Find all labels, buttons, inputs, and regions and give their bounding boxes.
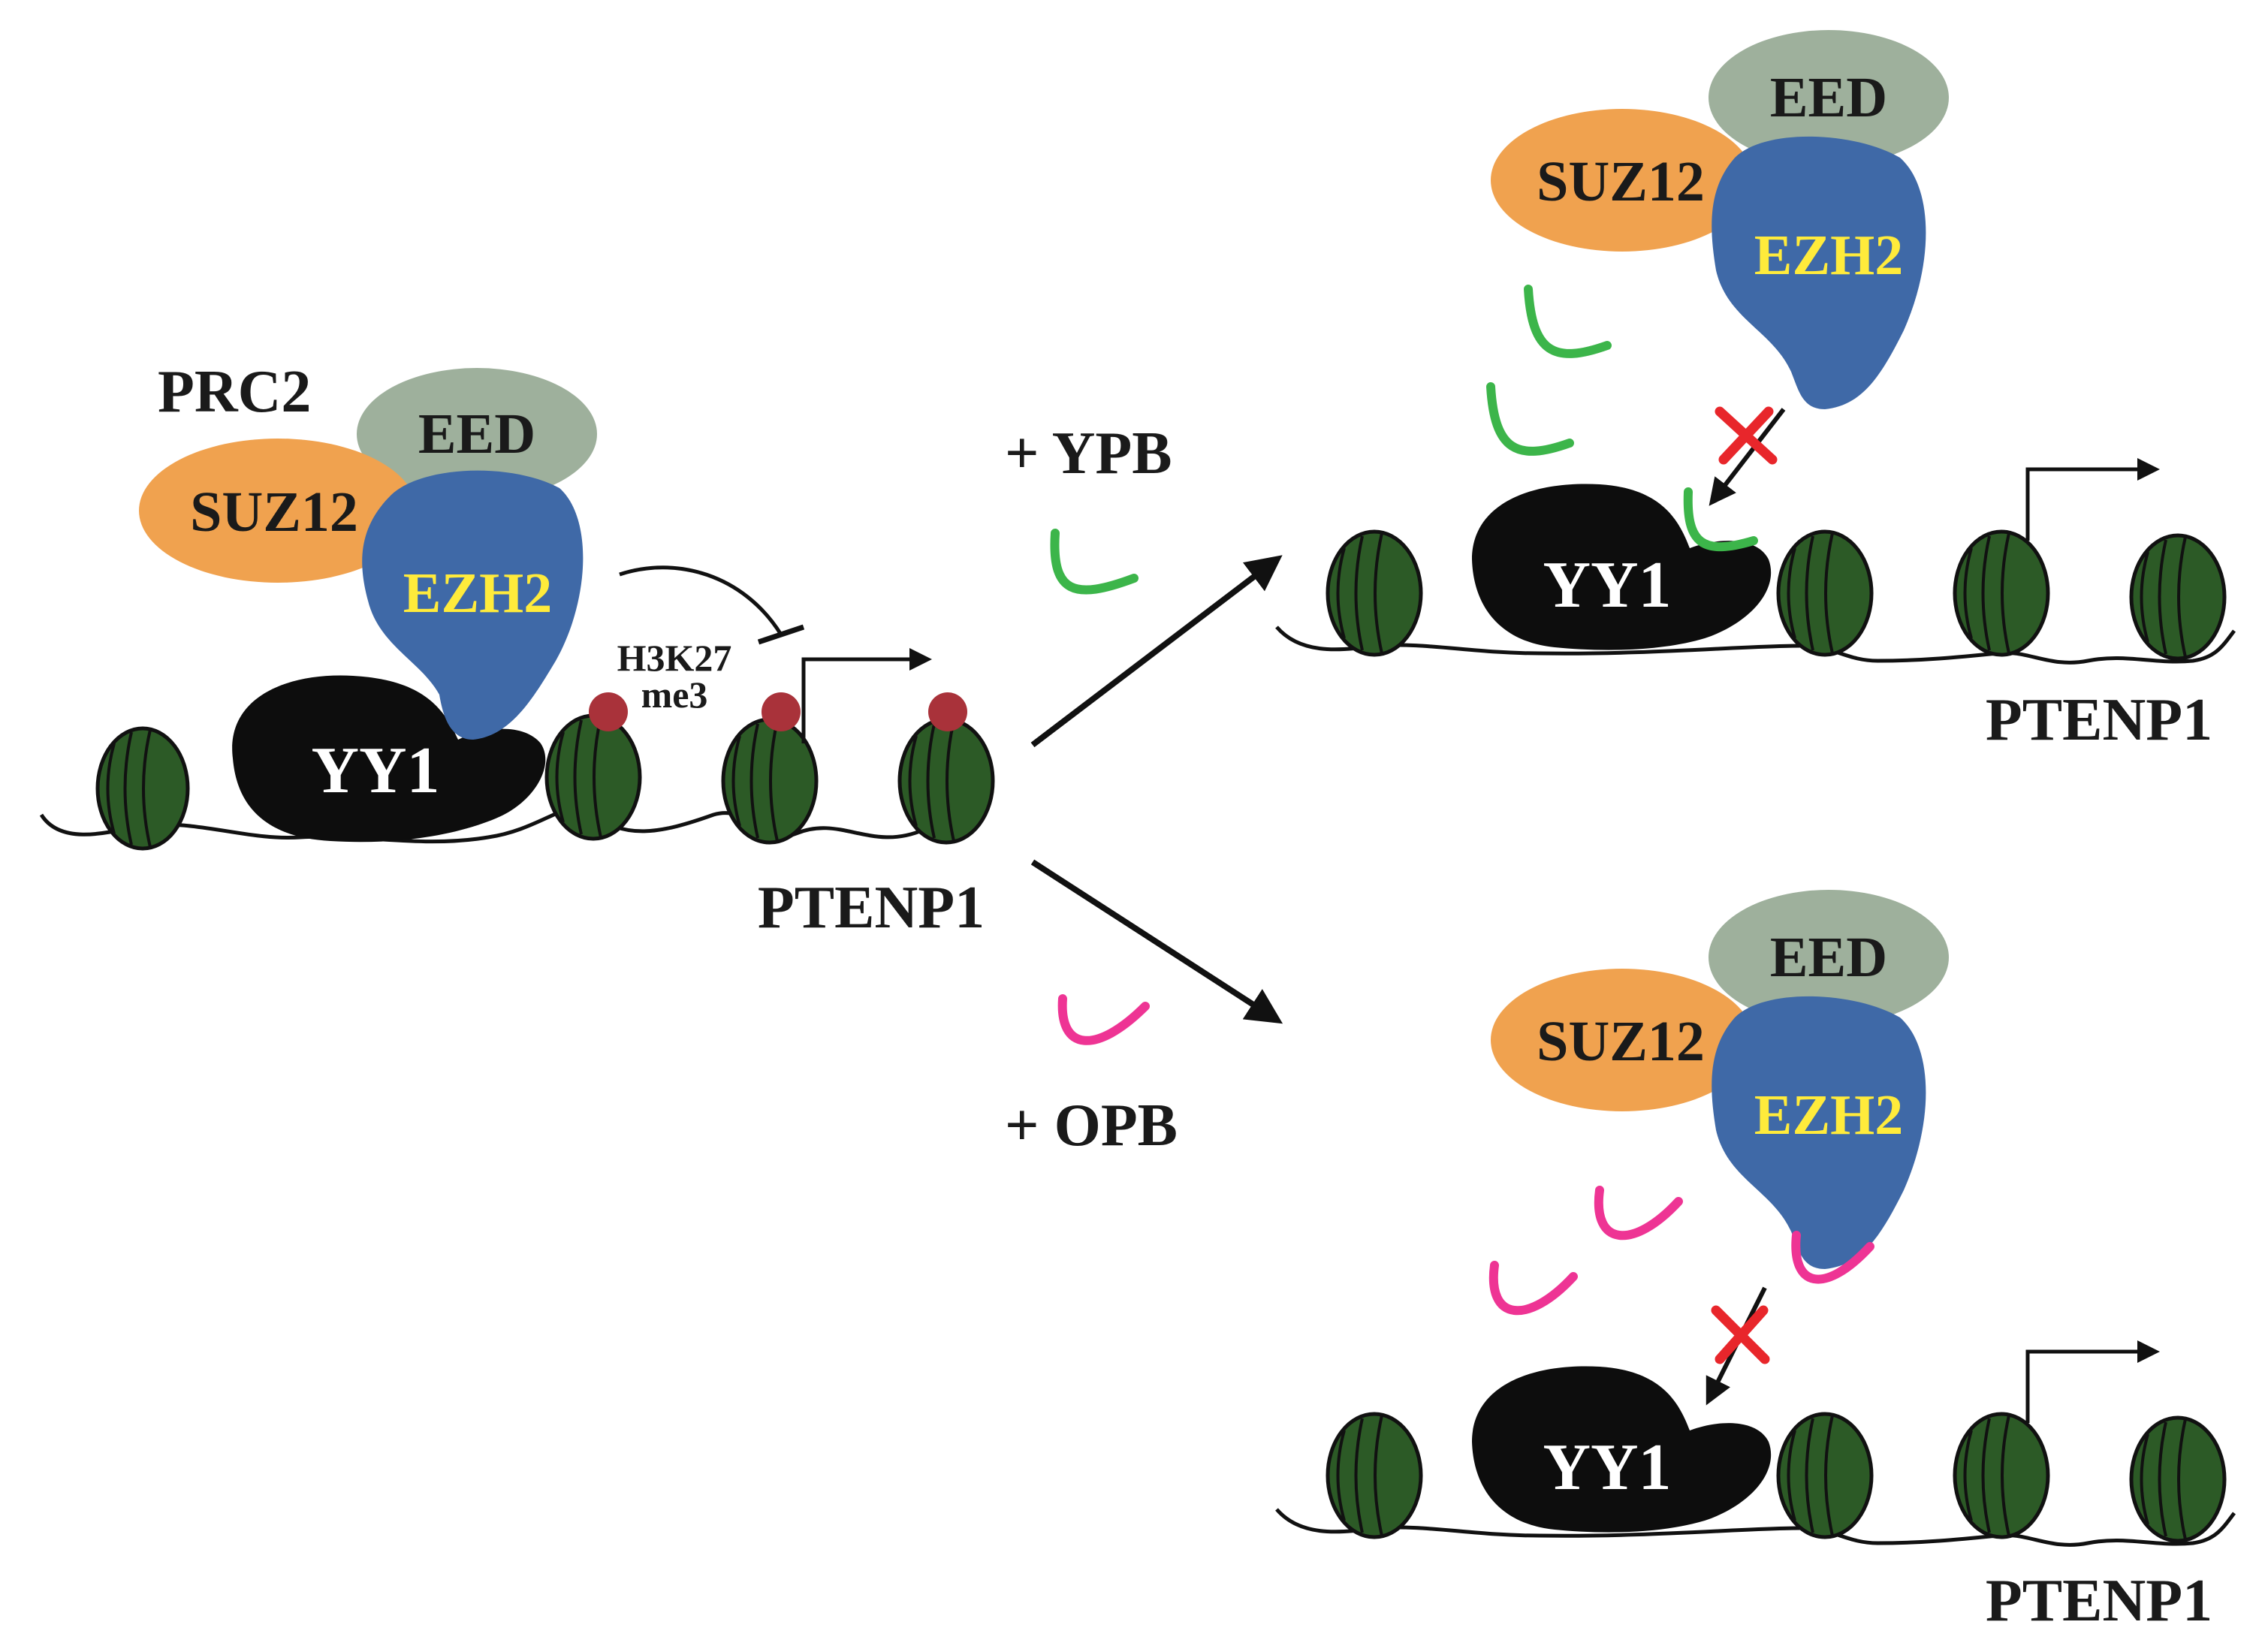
gene-label: PTENP1: [1986, 1568, 2212, 1634]
ezh2-protein: [1712, 136, 1926, 409]
opb-compound: [1488, 1261, 1578, 1316]
nucleosome: [1776, 529, 1874, 657]
nucleosome: [544, 713, 642, 841]
suz12-label: SUZ12: [1537, 1010, 1705, 1073]
gene-label: PTENP1: [758, 875, 985, 941]
arrow-to-opb-outcome: [1030, 859, 1283, 1024]
blocked-binding-arrow: [1709, 408, 1786, 506]
yy1-protein: [1472, 484, 1772, 650]
eed-label: EED: [1770, 66, 1887, 129]
ezh2-protein: [1712, 996, 1926, 1269]
h3k27me3-mark: [928, 692, 967, 731]
gene-label: PTENP1: [1986, 687, 2212, 753]
inhibition-line: [619, 565, 783, 636]
h3k27-label: H3K27: [617, 637, 732, 679]
ypb-label: + YPB: [1005, 421, 1172, 487]
nucleosome: [897, 717, 995, 845]
treatment-arrows: + YPB + OPB: [1005, 421, 1283, 1159]
suz12-protein: [1491, 969, 1754, 1111]
eed-protein: [357, 368, 597, 500]
me3-label: me3: [641, 674, 708, 716]
transcription-start-arrow: [2025, 458, 2160, 541]
yy1-label: YY1: [311, 734, 439, 807]
eed-protein: [1709, 890, 1949, 1025]
ypb-compound: [1524, 285, 1612, 358]
nucleosome: [1776, 1412, 1874, 1539]
opb-compound: [1594, 1186, 1683, 1241]
eed-protein: [1709, 30, 1949, 165]
h3k27me3-mark: [762, 692, 801, 731]
opb-compound: [1057, 994, 1150, 1045]
nucleosome: [1326, 1412, 1423, 1539]
h3k27me3-mark: [589, 692, 628, 731]
nucleosome: [1953, 529, 2050, 657]
top-right-panel: YY1 EED SUZ12 EZH2 PTENP1: [1275, 30, 2236, 753]
eed-label: EED: [418, 402, 535, 466]
opb-label: + OPB: [1005, 1093, 1178, 1159]
suz12-protein: [1491, 109, 1754, 252]
inhibition-bar: [757, 624, 805, 645]
nucleosome: [1326, 529, 1423, 657]
transcription-start-arrow: [2025, 1340, 2160, 1423]
nucleosome: [721, 717, 819, 845]
suz12-label: SUZ12: [190, 481, 358, 544]
suz12-label: SUZ12: [1537, 150, 1705, 213]
block-x-icon: [1715, 406, 1778, 465]
ypb-compound: [1486, 382, 1574, 456]
left-panel: YY1 EED SUZ12 EZH2 PRC2 H3K27 me3 PTENP1: [39, 359, 995, 941]
ezh2-protein: [362, 470, 584, 740]
suz12-protein: [139, 439, 417, 583]
arrow-to-ypb-outcome: [1030, 555, 1283, 748]
prc2-label: PRC2: [158, 359, 311, 425]
yy1-label: YY1: [1543, 549, 1671, 622]
ypb-compound-bound: [1683, 487, 1758, 552]
nucleosome: [2129, 533, 2227, 661]
yy1-label: YY1: [1543, 1431, 1671, 1504]
ezh2-label: EZH2: [403, 562, 553, 625]
ezh2-label: EZH2: [1754, 224, 1904, 287]
eed-label: EED: [1770, 926, 1887, 989]
nucleosome: [95, 726, 190, 851]
bottom-right-panel: YY1 EED SUZ12 EZH2 PTENP1: [1275, 890, 2236, 1634]
nucleosome: [1953, 1412, 2050, 1539]
ezh2-label: EZH2: [1754, 1084, 1904, 1147]
nucleosome: [2129, 1415, 2227, 1543]
dna-strand: [1275, 1508, 2236, 1547]
dna-strand: [1275, 626, 2236, 665]
yy1-protein: [1472, 1366, 1772, 1533]
opb-compound-bound: [1791, 1231, 1874, 1284]
transcription-start-arrow: [801, 648, 932, 743]
ypb-compound: [1050, 529, 1139, 595]
yy1-protein: [232, 675, 546, 843]
block-x-icon: [1711, 1305, 1770, 1364]
